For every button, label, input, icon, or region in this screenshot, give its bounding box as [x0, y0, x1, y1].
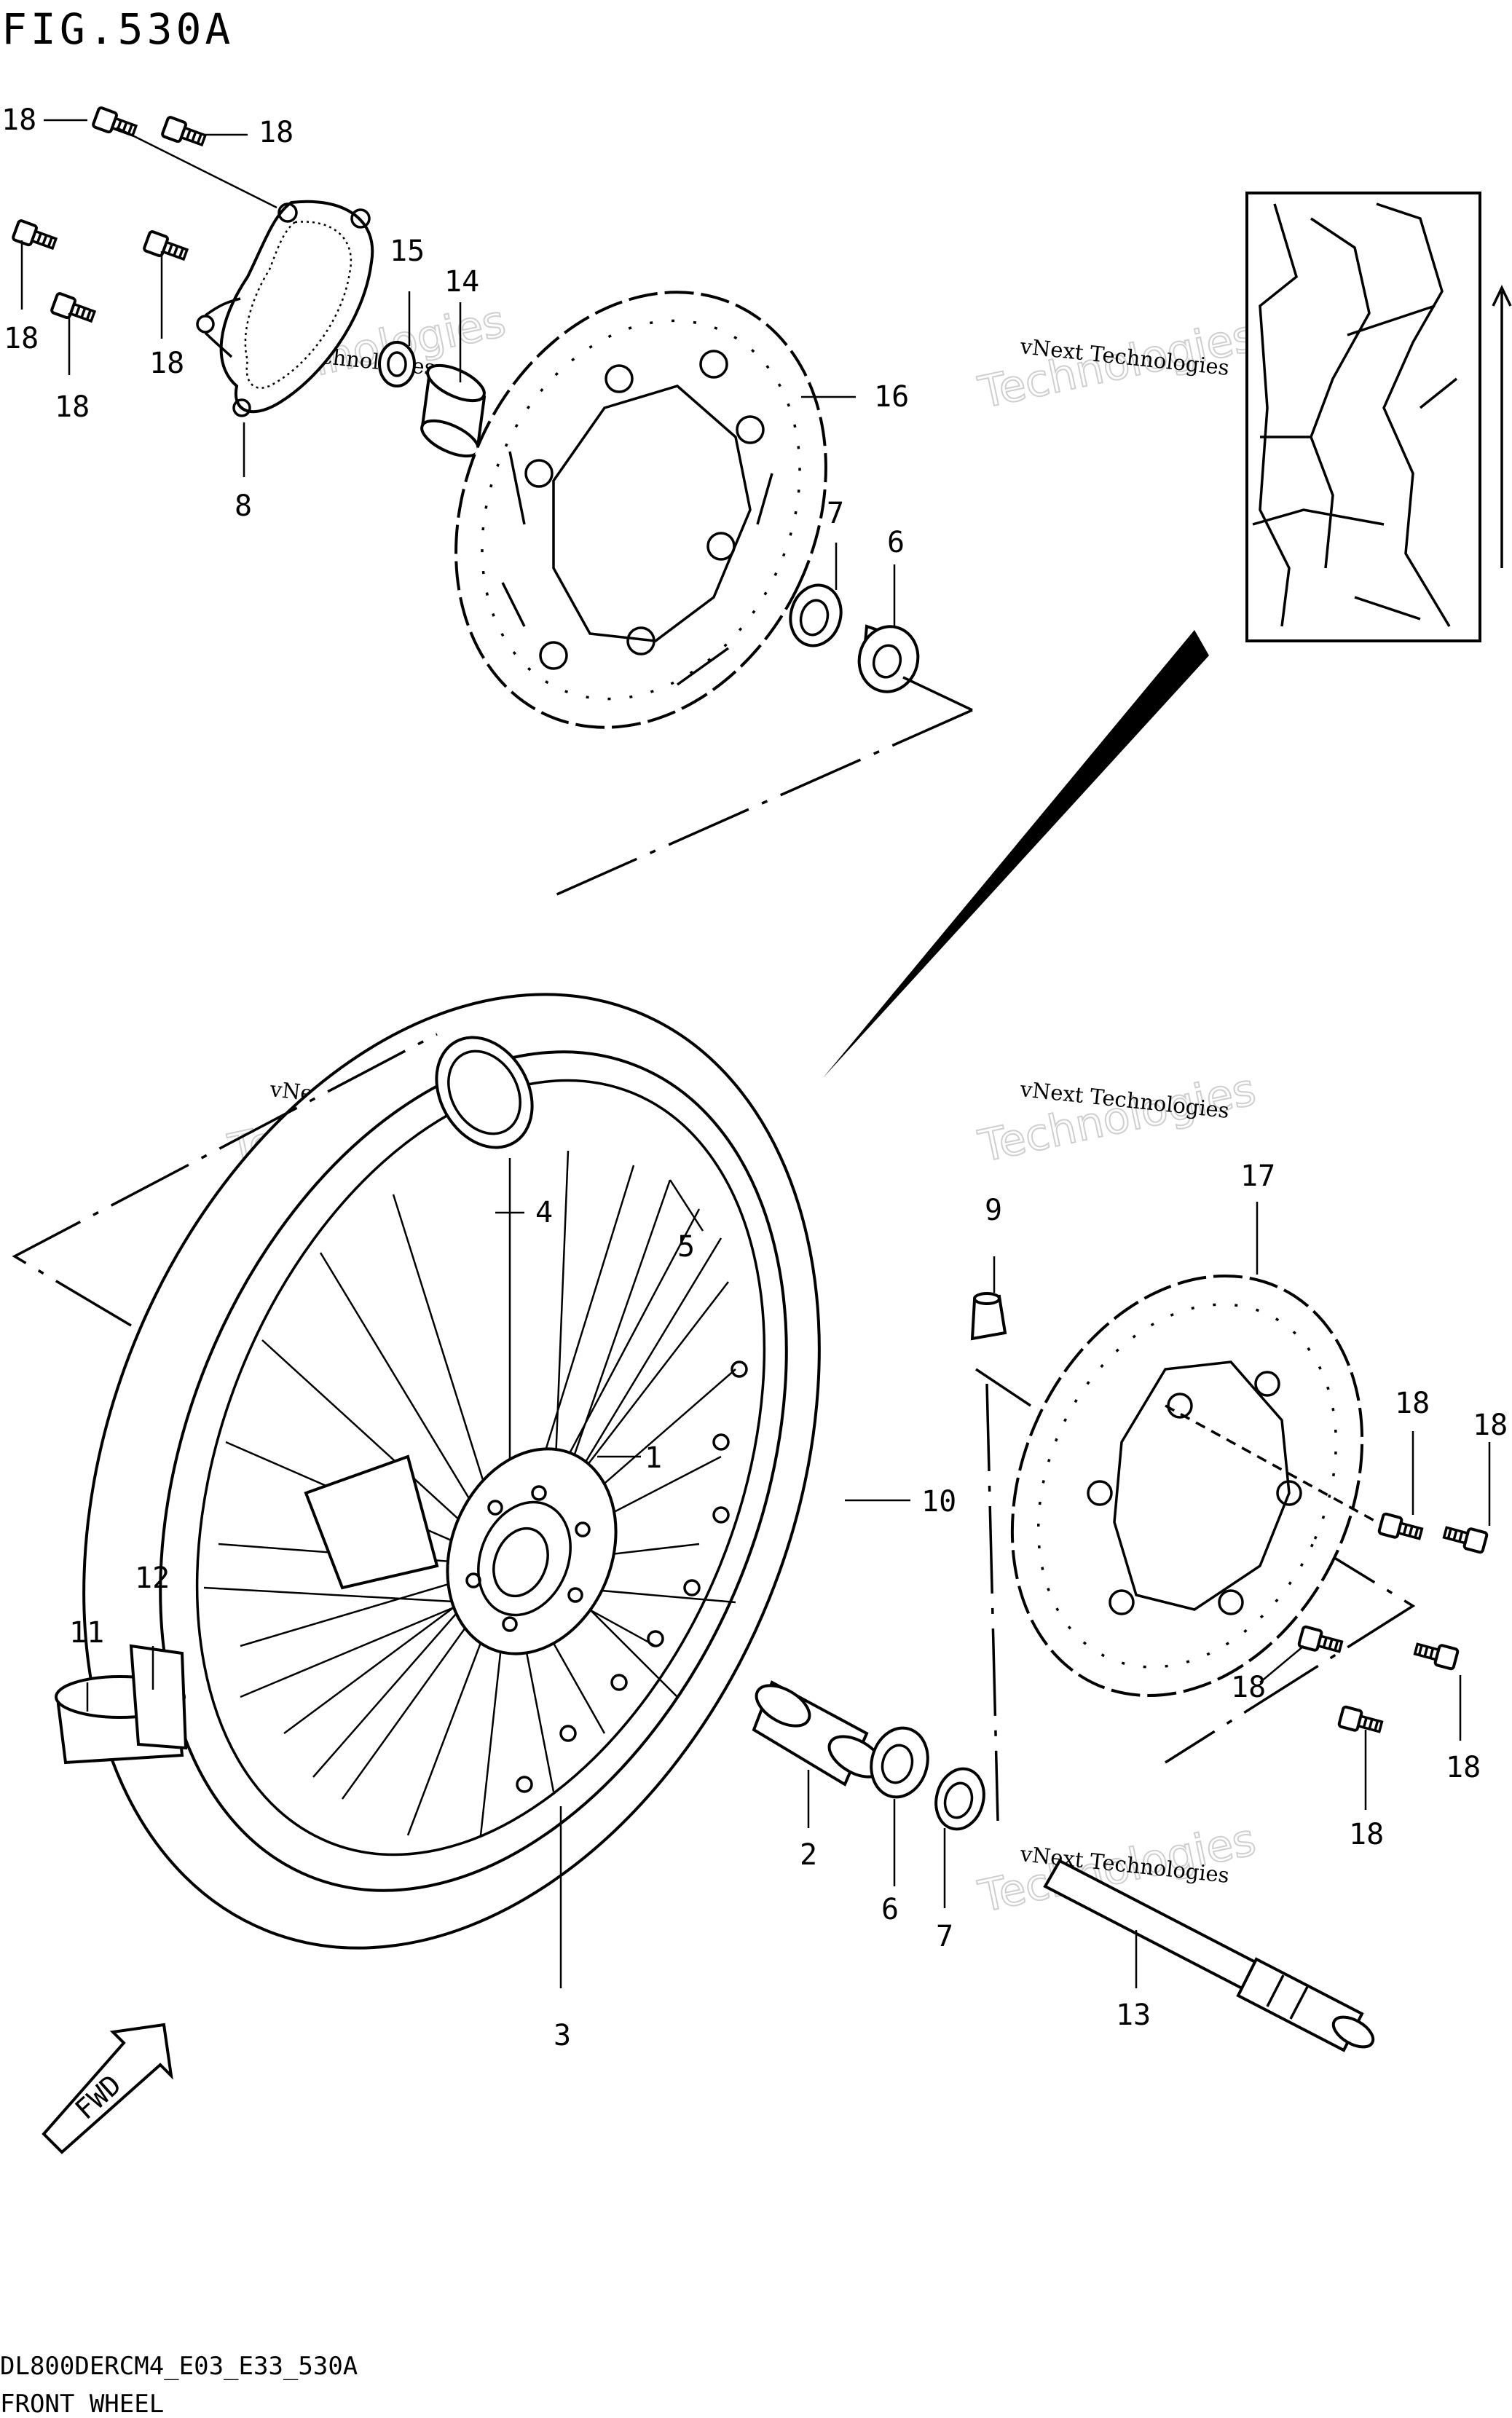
callout-9: 9 [985, 1194, 1002, 1227]
callout-14: 14 [444, 265, 479, 299]
fwd-arrow-icon: FWD [42, 2023, 173, 2154]
callout-18: 18 [149, 347, 184, 380]
callout-5: 5 [677, 1230, 695, 1264]
callout-15: 15 [390, 235, 425, 268]
leader-lines [20, 119, 1491, 1988]
callout-11: 11 [69, 1616, 104, 1650]
callout-18: 18 [1395, 1387, 1430, 1420]
brake-disc-16 [454, 291, 827, 729]
callout-7: 7 [827, 497, 844, 530]
pointer-wedge [823, 630, 1209, 1078]
oil-seal-7-bottom [934, 1767, 985, 1831]
figure-code: DL800DERCM4_E03_E33_530A [0, 2352, 358, 2381]
callout-4: 4 [535, 1196, 553, 1229]
callout-18: 18 [4, 322, 39, 355]
callout-6: 6 [881, 1893, 899, 1926]
sensor-ring-8 [196, 200, 374, 417]
valve-9 [970, 1292, 1007, 1341]
callout-2: 2 [800, 1838, 817, 1872]
oil-seal-7-top [789, 583, 843, 647]
figure-name: FRONT WHEEL [0, 2390, 164, 2418]
callout-18: 18 [55, 390, 90, 424]
callout-10: 10 [921, 1485, 956, 1519]
spacer-15 [378, 341, 416, 387]
callout-12: 12 [135, 1562, 170, 1595]
callout-18: 18 [1473, 1409, 1508, 1442]
callout-7: 7 [936, 1920, 953, 1953]
bolts-18-top [12, 106, 208, 323]
tire-tread-inset [1245, 192, 1481, 642]
callout-18: 18 [1, 103, 36, 137]
callout-16: 16 [874, 380, 909, 414]
callout-3: 3 [554, 2019, 571, 2052]
callout-18: 18 [259, 116, 294, 149]
brake-disc-17 [1010, 1274, 1385, 1698]
bearing-6-bottom [870, 1726, 929, 1799]
tread-direction-arrow-icon [1492, 284, 1512, 568]
callout-18: 18 [1349, 1818, 1384, 1851]
collar-14 [420, 363, 487, 458]
callout-17: 17 [1240, 1159, 1275, 1193]
front-axle-13 [1043, 1859, 1375, 2052]
callout-6: 6 [887, 526, 905, 559]
callouts: 18 18 18 18 18 8 15 14 16 7 6 4 5 1 10 1… [1, 103, 1508, 2052]
callout-8: 8 [235, 489, 252, 523]
front-wheel-assembly [55, 993, 821, 1950]
callout-13: 13 [1116, 1998, 1151, 2032]
callout-1: 1 [645, 1441, 662, 1475]
bearing-6-top [857, 624, 920, 693]
figure-title: FIG.530A [1, 4, 234, 54]
valve-cap-top [435, 1036, 534, 1149]
bolts-18-right [1297, 1512, 1489, 1733]
callout-18: 18 [1446, 1751, 1481, 1784]
callout-18: 18 [1231, 1671, 1266, 1704]
spacer-2 [752, 1680, 884, 1787]
